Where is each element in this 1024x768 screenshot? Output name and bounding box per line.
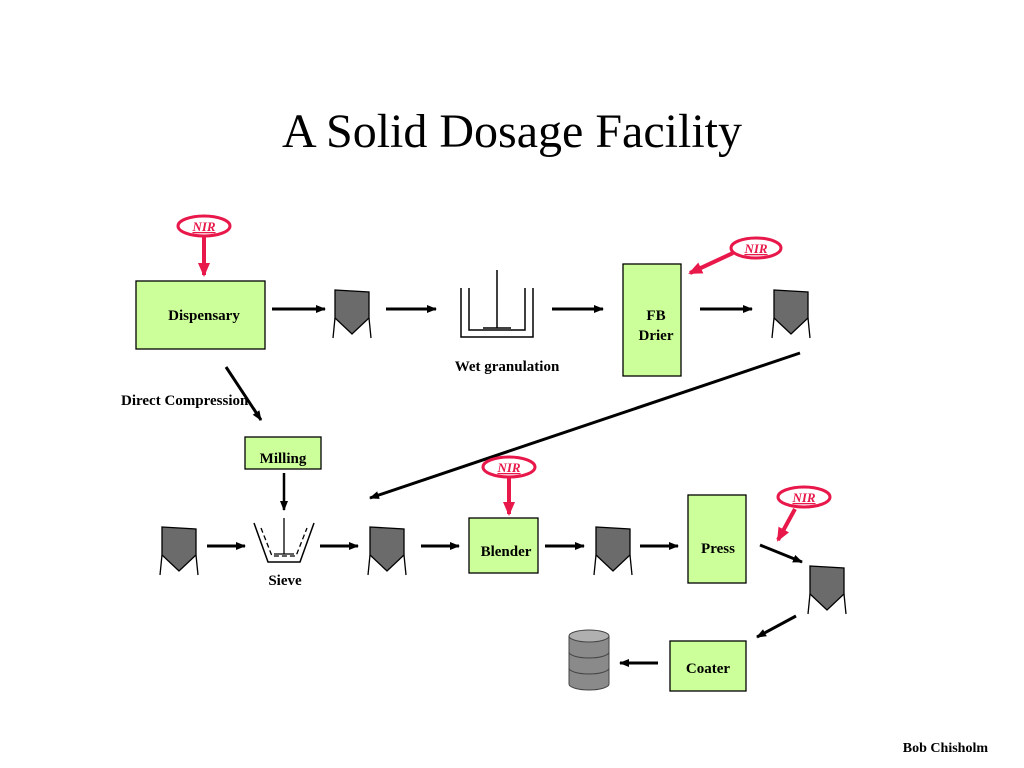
- fb-drier-label-line2: Drier: [639, 328, 674, 344]
- hopper-icon: [807, 565, 847, 615]
- sieve-icon: [253, 518, 315, 563]
- sieve-label: Sieve: [268, 573, 302, 589]
- fb-drier-node: FB Drier: [622, 263, 682, 377]
- milling-label: Milling: [260, 451, 307, 467]
- wet-granulation-label: Wet granulation: [455, 359, 560, 375]
- nir-callout-dispensary: NIR: [176, 214, 232, 277]
- milling-node: Milling: [244, 436, 322, 470]
- hopper-icon: [367, 526, 407, 576]
- nir-label: NIR: [743, 241, 767, 256]
- slide-title: A Solid Dosage Facility: [282, 105, 742, 158]
- blender-node: Blender: [468, 517, 539, 574]
- return-flow-arrow: [369, 351, 801, 500]
- nir-label: NIR: [791, 490, 815, 505]
- press-node: Press: [687, 494, 747, 584]
- nir-callout-fb-drier: NIR: [688, 236, 783, 275]
- dispensary-label: Dispensary: [168, 308, 240, 324]
- dispensary-node: Dispensary: [135, 280, 266, 350]
- hopper-icon: [593, 526, 633, 576]
- press-label: Press: [701, 541, 735, 557]
- author-credit: Bob Chisholm: [902, 741, 988, 756]
- hopper-icon: [159, 526, 199, 576]
- granulator-tank-icon: [460, 270, 534, 338]
- direct-compression-label: Direct Compression: [121, 393, 249, 409]
- nir-label: NIR: [496, 460, 520, 475]
- coater-label: Coater: [686, 661, 730, 677]
- nir-callout-blender: NIR: [481, 455, 537, 516]
- hopper-icon: [332, 289, 372, 339]
- coater-node: Coater: [669, 640, 747, 692]
- drum-stack-icon: [568, 629, 610, 691]
- flow-arrow: [756, 614, 797, 639]
- nir-label: NIR: [191, 219, 215, 234]
- hopper-icon: [771, 289, 811, 339]
- direct-compression-arrow: [224, 366, 263, 421]
- fb-drier-label-line1: FB: [646, 308, 665, 324]
- flow-arrow: [759, 543, 803, 564]
- blender-label: Blender: [481, 544, 532, 560]
- nir-callout-press: NIR: [776, 485, 832, 542]
